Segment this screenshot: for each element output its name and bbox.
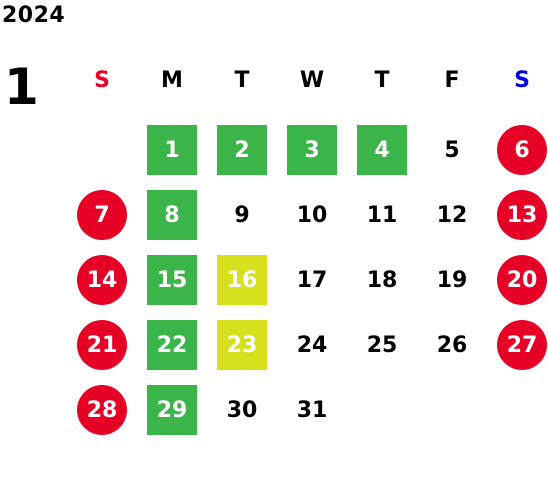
month-number: 1	[4, 58, 39, 116]
day-cell-29[interactable]: 29	[147, 385, 197, 435]
day-cell-14[interactable]: 14	[77, 255, 127, 305]
day-cell-15[interactable]: 15	[147, 255, 197, 305]
weekday-header-mon: M	[161, 68, 183, 93]
day-cell-6[interactable]: 6	[497, 125, 547, 175]
day-cell-20[interactable]: 20	[497, 255, 547, 305]
weekday-header-wed: W	[299, 68, 325, 93]
day-cell-5[interactable]: 5	[444, 137, 460, 163]
day-cell-17[interactable]: 17	[296, 267, 328, 293]
day-cell-13[interactable]: 13	[497, 190, 547, 240]
day-cell-25[interactable]: 25	[366, 332, 398, 358]
day-cell-1[interactable]: 1	[147, 125, 197, 175]
day-cell-26[interactable]: 26	[436, 332, 468, 358]
day-cell-21[interactable]: 21	[77, 320, 127, 370]
day-cell-27[interactable]: 27	[497, 320, 547, 370]
weekday-header-thu: T	[374, 68, 390, 93]
day-cell-23[interactable]: 23	[217, 320, 267, 370]
weekday-header-sun: S	[94, 68, 110, 93]
year-label: 2024	[2, 3, 66, 28]
day-cell-30[interactable]: 30	[226, 397, 258, 423]
day-cell-4[interactable]: 4	[357, 125, 407, 175]
day-cell-3[interactable]: 3	[287, 125, 337, 175]
day-cell-22[interactable]: 22	[147, 320, 197, 370]
day-cell-9[interactable]: 9	[234, 202, 250, 228]
day-cell-28[interactable]: 28	[77, 385, 127, 435]
day-cell-10[interactable]: 10	[296, 202, 328, 228]
day-cell-2[interactable]: 2	[217, 125, 267, 175]
weekday-header-fri: F	[444, 68, 460, 93]
day-cell-18[interactable]: 18	[366, 267, 398, 293]
day-cell-24[interactable]: 24	[296, 332, 328, 358]
weekday-header-sat: S	[514, 68, 530, 93]
day-cell-16[interactable]: 16	[217, 255, 267, 305]
day-cell-11[interactable]: 11	[366, 202, 398, 228]
day-cell-31[interactable]: 31	[296, 397, 328, 423]
day-cell-7[interactable]: 7	[77, 190, 127, 240]
day-cell-8[interactable]: 8	[147, 190, 197, 240]
weekday-header-tue: T	[234, 68, 250, 93]
day-cell-19[interactable]: 19	[436, 267, 468, 293]
day-cell-12[interactable]: 12	[436, 202, 468, 228]
